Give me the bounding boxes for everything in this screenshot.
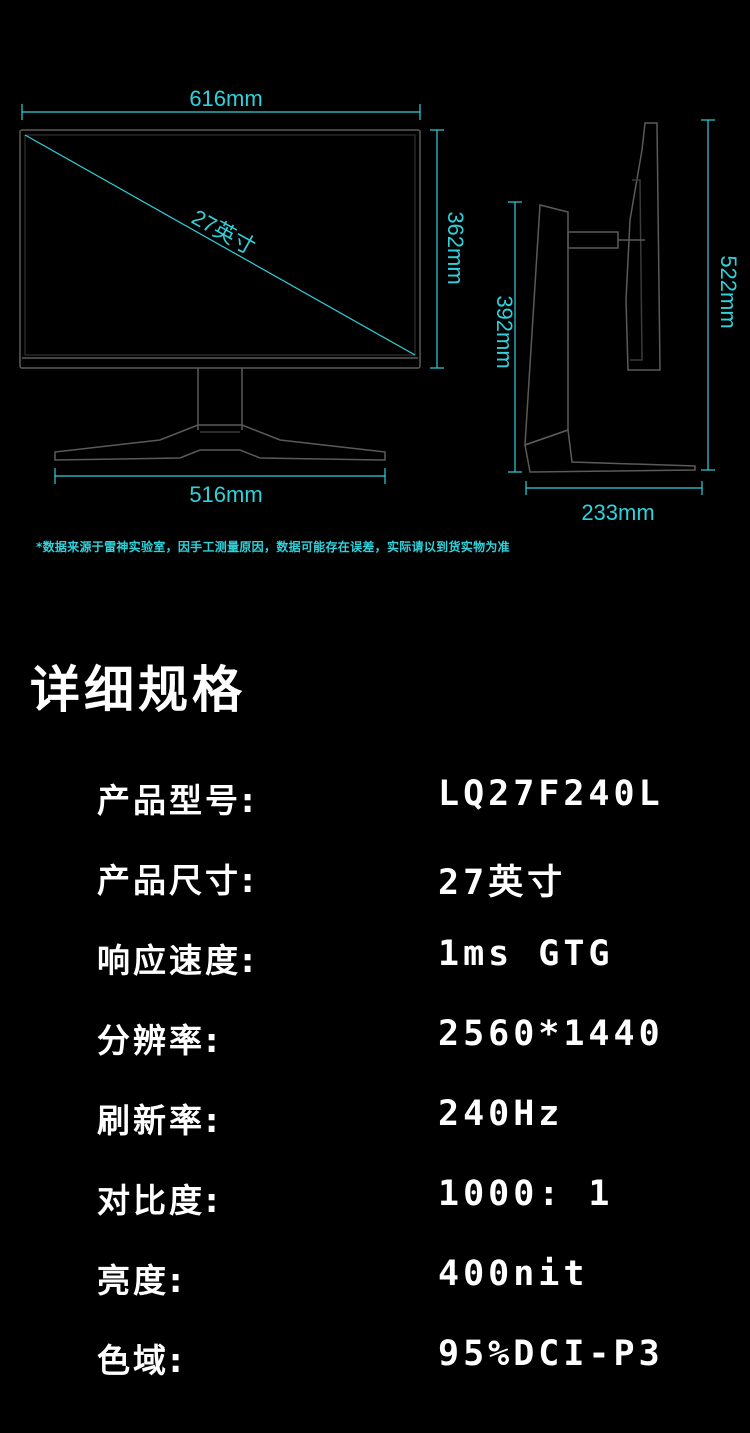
spec-value: 1ms GTG [438,934,614,974]
monitor-front-view [19,129,421,461]
spec-row-model: 产品型号: LQ27F240L [0,760,750,840]
spec-list: 产品型号: LQ27F240L 产品尺寸: 27英寸 响应速度: 1ms GTG… [0,760,750,1400]
width-dimension: 616mm [21,86,421,120]
spec-value: 400nit [438,1254,589,1294]
spec-value: 27英寸 [438,863,567,903]
spec-row-resolution: 分辨率: 2560*1440 [0,1000,750,1080]
spec-label: 分辨率: [97,1021,222,1060]
spec-label: 对比度: [97,1181,222,1220]
base-width-label: 516mm [189,482,262,507]
section-title: 详细规格 [30,661,246,719]
diagonal-line [24,134,416,356]
spec-row-size: 产品尺寸: 27英寸 [0,840,750,920]
spec-value: 95%DCI-P3 [438,1334,664,1374]
depth-label: 233mm [581,500,654,525]
spec-label: 产品尺寸: [97,861,258,900]
spec-label: 产品型号: [97,781,258,820]
disclaimer-note: *数据来源于雷神实验室，因手工测量原因，数据可能存在误差，实际请以到货实物为准 [36,540,510,554]
spec-label: 响应速度: [97,941,258,980]
spec-row-contrast: 对比度: 1000: 1 [0,1160,750,1240]
diagonal-label: 27英寸 [188,205,260,260]
spec-label: 刷新率: [97,1101,222,1140]
spec-label: 亮度: [97,1261,186,1300]
monitor-side-view [524,122,696,473]
spec-row-response-time: 响应速度: 1ms GTG [0,920,750,1000]
max-height-label: 522mm [716,255,741,328]
monitor-dimension-diagram: 27英寸 616mm 362mm 516mm 392m [19,86,741,525]
spec-row-brightness: 亮度: 400nit [0,1240,750,1320]
total-height-dimension: 392mm [492,201,522,473]
spec-value: LQ27F240L [438,774,664,814]
width-label: 616mm [189,86,262,111]
spec-row-refresh-rate: 刷新率: 240Hz [0,1080,750,1160]
spec-value: 240Hz [438,1094,564,1134]
spec-label: 色域: [97,1341,186,1380]
spec-value: 2560*1440 [438,1014,664,1054]
screen-height-dimension: 362mm [430,129,468,369]
max-height-dimension: 522mm [701,119,741,471]
total-height-label: 392mm [492,295,517,368]
base-width-dimension: 516mm [54,468,386,507]
spec-value: 1000: 1 [438,1174,614,1214]
depth-dimension: 233mm [525,481,703,525]
spec-row-color-gamut: 色域: 95%DCI-P3 [0,1320,750,1400]
screen-height-label: 362mm [443,211,468,284]
